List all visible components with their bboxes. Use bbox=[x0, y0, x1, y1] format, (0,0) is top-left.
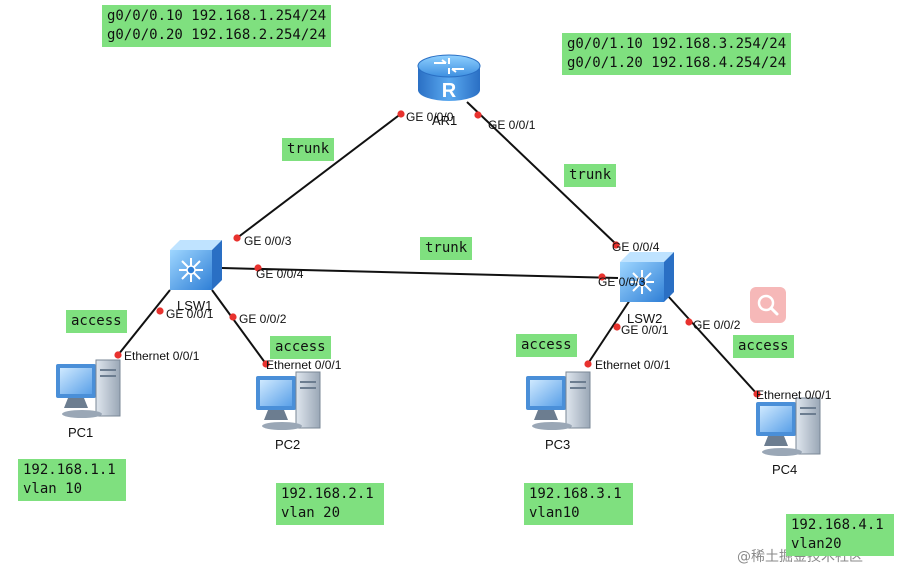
port-dot bbox=[598, 273, 606, 281]
links bbox=[117, 101, 758, 395]
note-line: 192.168.1.1 bbox=[23, 462, 116, 478]
port-label: GE 0/0/1 bbox=[166, 307, 214, 321]
switch-icon[interactable] bbox=[620, 252, 674, 302]
port-label: GE 0/0/4 bbox=[612, 240, 660, 254]
link-lsw1-pc1 bbox=[117, 289, 171, 356]
port-label: GE 0/0/2 bbox=[239, 312, 287, 326]
link-type-badge: access bbox=[733, 335, 794, 358]
link-lsw1-pc2 bbox=[211, 289, 267, 365]
port-label: GE 0/0/3 bbox=[244, 234, 292, 248]
port-label: Ethernet 0/0/1 bbox=[266, 358, 342, 372]
ar-left-subinterfaces-note: g0/0/0.10 192.168.1.254/24 g0/0/0.20 192.… bbox=[102, 5, 332, 47]
port-dot bbox=[156, 307, 164, 315]
note-line: 192.168.4.1 bbox=[791, 517, 884, 533]
pc-icon[interactable] bbox=[756, 397, 821, 456]
lsw2-name: LSW2 bbox=[627, 311, 662, 326]
link-type-badge: trunk bbox=[282, 138, 335, 161]
port-labels: GE 0/0/0 GE 0/0/1 GE 0/0/3 GE 0/0/4 GE 0… bbox=[124, 110, 832, 402]
link-type-badge: access bbox=[270, 336, 331, 359]
port-dot bbox=[613, 323, 621, 331]
port-dot bbox=[254, 264, 262, 272]
pc-icon[interactable] bbox=[256, 371, 321, 430]
port-dot bbox=[229, 313, 237, 321]
link-ar-lsw1 bbox=[236, 112, 403, 239]
port-label: GE 0/0/1 bbox=[488, 118, 536, 132]
lsw1-name: LSW1 bbox=[177, 298, 212, 313]
port-label: GE 0/0/2 bbox=[693, 318, 741, 332]
switch-icon[interactable] bbox=[170, 240, 222, 290]
port-label: GE 0/0/0 bbox=[406, 110, 454, 124]
pc1-ip-note: 192.168.1.1 vlan 10 bbox=[18, 459, 126, 501]
pc-icon[interactable] bbox=[526, 371, 591, 430]
note-line: vlan20 bbox=[791, 536, 842, 552]
router-name: AR1 bbox=[432, 113, 457, 128]
search-icon[interactable] bbox=[750, 287, 786, 323]
note-line: vlan 20 bbox=[281, 505, 341, 521]
router-icon[interactable]: R bbox=[417, 54, 481, 102]
port-dot bbox=[262, 360, 270, 368]
port-dot bbox=[114, 351, 122, 359]
router-glyph: R bbox=[442, 80, 457, 102]
link-lsw2-pc3 bbox=[586, 299, 631, 366]
port-label: GE 0/0/3 bbox=[598, 275, 646, 289]
link-lsw2-pc4 bbox=[667, 295, 758, 395]
pc2-ip-note: 192.168.2.1 vlan 20 bbox=[276, 483, 384, 525]
link-type-badge: trunk bbox=[420, 237, 473, 260]
port-label: Ethernet 0/0/1 bbox=[595, 358, 671, 372]
note-line: vlan 10 bbox=[23, 481, 83, 497]
link-ar-lsw2 bbox=[466, 101, 618, 246]
port-dot bbox=[233, 234, 241, 242]
pc4-ip-note: 192.168.4.1 vlan20 bbox=[786, 514, 894, 556]
port-label: GE 0/0/1 bbox=[621, 323, 669, 337]
port-label: GE 0/0/4 bbox=[256, 267, 304, 281]
pc4-name: PC4 bbox=[772, 462, 797, 477]
pc3-ip-note: 192.168.3.1 vlan10 bbox=[524, 483, 633, 525]
port-dot bbox=[584, 360, 592, 368]
pc-icon[interactable] bbox=[56, 359, 121, 418]
link-lsw1-lsw2 bbox=[221, 267, 619, 279]
port-dot bbox=[612, 241, 620, 249]
port-dot bbox=[753, 390, 761, 398]
port-dot bbox=[685, 318, 693, 326]
note-line: g0/0/1.10 192.168.3.254/24 bbox=[567, 36, 787, 52]
link-type-badge: access bbox=[516, 334, 577, 357]
note-line: vlan10 bbox=[529, 505, 580, 521]
pc2-name: PC2 bbox=[275, 437, 300, 452]
port-label: Ethernet 0/0/1 bbox=[124, 349, 200, 363]
note-line: 192.168.2.1 bbox=[281, 486, 374, 502]
port-dots bbox=[114, 110, 761, 398]
port-dot bbox=[397, 110, 405, 118]
note-line: 192.168.3.1 bbox=[529, 486, 622, 502]
note-line: g0/0/0.20 192.168.2.254/24 bbox=[107, 27, 327, 43]
note-line: g0/0/1.20 192.168.4.254/24 bbox=[567, 55, 787, 71]
ar-right-subinterfaces-note: g0/0/1.10 192.168.3.254/24 g0/0/1.20 192.… bbox=[562, 33, 792, 75]
port-dot bbox=[474, 111, 482, 119]
link-type-badge: access bbox=[66, 310, 127, 333]
port-label: Ethernet 0/0/1 bbox=[756, 388, 832, 402]
link-type-badge: trunk bbox=[564, 164, 617, 187]
pc3-name: PC3 bbox=[545, 437, 570, 452]
note-line: g0/0/0.10 192.168.1.254/24 bbox=[107, 8, 327, 24]
pc1-name: PC1 bbox=[68, 425, 93, 440]
